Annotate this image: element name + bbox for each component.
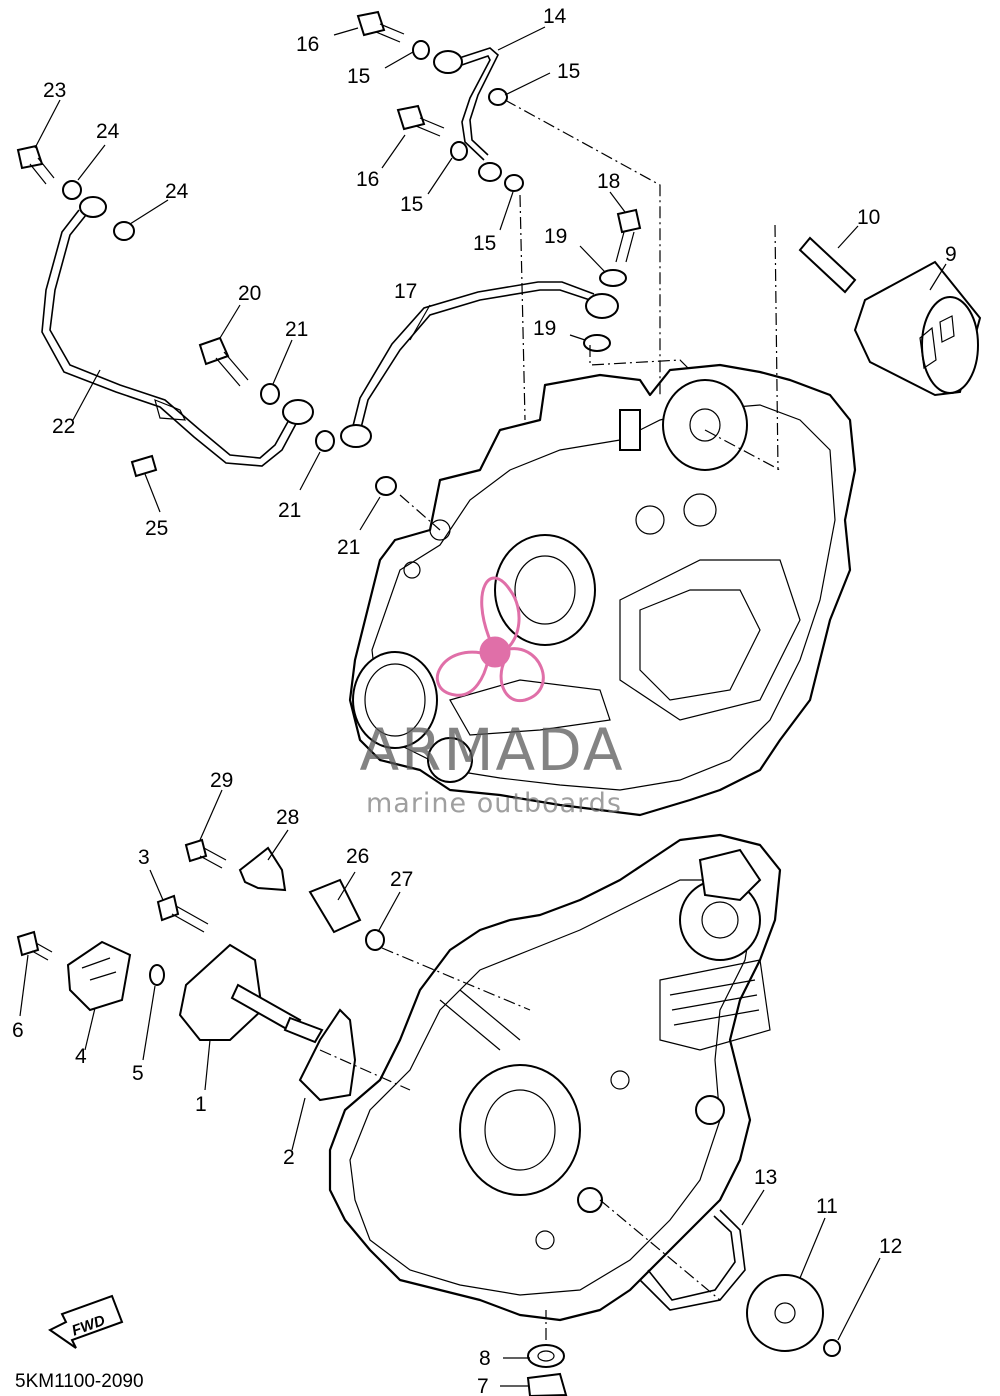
callout-22: 22 xyxy=(52,415,75,438)
callout-13: 13 xyxy=(754,1166,777,1189)
crankcase-lower xyxy=(328,833,782,1322)
callout-26: 26 xyxy=(346,845,369,868)
callout-15: 15 xyxy=(347,65,370,88)
assembly-lines xyxy=(319,99,781,1340)
callout-15: 15 xyxy=(400,193,423,216)
watermark-logo xyxy=(435,576,545,703)
callout-15: 15 xyxy=(473,232,496,255)
diagram-code: 5KM1100-2090 xyxy=(15,1371,144,1392)
watermark-brand: ARMADA xyxy=(359,716,624,784)
callout-14: 14 xyxy=(543,5,567,28)
callout-16: 16 xyxy=(296,33,319,56)
callout-6: 6 xyxy=(12,1019,24,1042)
callout-27: 27 xyxy=(390,868,413,891)
callout-3: 3 xyxy=(138,846,150,869)
callout-2: 2 xyxy=(283,1146,295,1169)
small-parts xyxy=(16,10,982,1396)
callout-28: 28 xyxy=(276,806,299,829)
oil-pipes xyxy=(41,47,619,467)
callout-19: 19 xyxy=(544,225,567,248)
callout-12: 12 xyxy=(879,1235,902,1258)
callout-9: 9 xyxy=(945,243,957,266)
callout-24: 24 xyxy=(96,120,120,143)
callout-7: 7 xyxy=(477,1375,489,1396)
callout-15: 15 xyxy=(557,60,580,83)
callout-20: 20 xyxy=(238,282,261,305)
callout-11: 11 xyxy=(816,1195,838,1218)
fwd-arrow: FWD xyxy=(48,1294,124,1349)
callout-labels: 14 16 15 15 23 24 16 15 24 18 10 9 15 19… xyxy=(12,5,957,1396)
callout-21: 21 xyxy=(278,499,301,522)
callout-8: 8 xyxy=(479,1347,491,1370)
watermark: ARMADA marine outboards xyxy=(359,576,624,819)
callout-1: 1 xyxy=(195,1093,207,1116)
callout-5: 5 xyxy=(132,1062,144,1085)
callout-21: 21 xyxy=(285,318,308,341)
crankcase-upper xyxy=(348,363,857,817)
callout-18: 18 xyxy=(597,170,620,193)
callout-24: 24 xyxy=(165,180,189,203)
callout-17: 17 xyxy=(394,280,417,303)
leader-lines xyxy=(19,26,947,1387)
callout-25: 25 xyxy=(145,517,168,540)
callout-21: 21 xyxy=(337,536,360,559)
callout-10: 10 xyxy=(857,206,880,229)
watermark-tagline: marine outboards xyxy=(366,788,622,819)
callout-16: 16 xyxy=(356,168,379,191)
callout-19: 19 xyxy=(533,317,556,340)
callout-4: 4 xyxy=(75,1045,87,1068)
callout-29: 29 xyxy=(210,769,233,792)
callout-23: 23 xyxy=(43,79,66,102)
